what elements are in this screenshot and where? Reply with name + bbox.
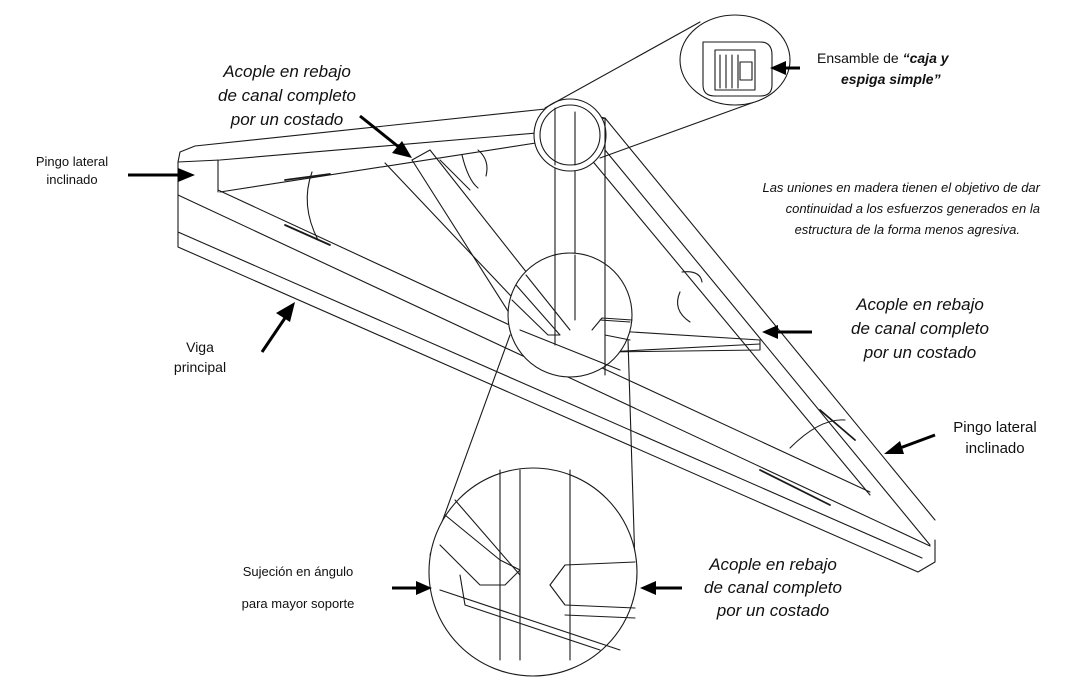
acople-bottom-line2: de canal completo xyxy=(704,578,842,597)
acople-bottom-line3: por un costado xyxy=(716,601,829,620)
label-pingo-left: Pingo lateral inclinado xyxy=(36,154,108,187)
acople-right-line1: Acople en rebajo xyxy=(855,295,984,314)
ensamble-bold-1: “caja y xyxy=(903,50,950,66)
label-arrows xyxy=(128,61,936,595)
label-viga: Viga principal xyxy=(174,339,226,375)
ensamble-bold-2: espiga simple” xyxy=(841,71,941,87)
uniones-line3: estructura de la forma menos agresiva. xyxy=(795,222,1020,237)
ensamble-line1: Ensamble de “caja y xyxy=(817,50,950,66)
label-acople-bottom: Acople en rebajo de canal completo por u… xyxy=(704,555,842,620)
acople-bottom-line1: Acople en rebajo xyxy=(708,555,837,574)
detail-caja-espiga xyxy=(533,14,791,172)
detail-middle-joint xyxy=(507,252,633,378)
acople-top-line2: de canal completo xyxy=(218,86,356,105)
label-acople-top: Acople en rebajo de canal completo por u… xyxy=(218,62,356,129)
viga-line1: Viga xyxy=(186,339,214,355)
detail-bottom-joint xyxy=(428,334,638,677)
acople-right-line3: por un costado xyxy=(863,343,976,362)
pingo-left-line1: Pingo lateral xyxy=(36,154,108,169)
sujecion-line1: Sujeción en ángulo xyxy=(243,564,354,579)
label-uniones-note: Las uniones en madera tienen el objetivo… xyxy=(762,180,1040,237)
acople-top-line3: por un costado xyxy=(230,110,343,129)
sujecion-line2: para mayor soporte xyxy=(242,596,355,611)
ensamble-prefix: Ensamble de xyxy=(817,50,903,66)
label-acople-right: Acople en rebajo de canal completo por u… xyxy=(851,295,989,362)
acople-right-line2: de canal completo xyxy=(851,319,989,338)
pingo-left-line2: inclinado xyxy=(46,172,97,187)
label-pingo-right: Pingo lateral inclinado xyxy=(953,419,1036,457)
pingo-right-line1: Pingo lateral xyxy=(953,419,1036,436)
uniones-line1: Las uniones en madera tienen el objetivo… xyxy=(762,180,1040,195)
label-sujecion: Sujeción en ángulo para mayor soporte xyxy=(242,564,355,611)
acople-top-line1: Acople en rebajo xyxy=(222,62,351,81)
viga-line2: principal xyxy=(174,359,226,375)
pingo-right-line2: inclinado xyxy=(965,440,1024,457)
uniones-line2: continuidad a los esfuerzos generados en… xyxy=(786,201,1040,216)
label-ensamble: Ensamble de “caja y espiga simple” xyxy=(817,50,950,87)
